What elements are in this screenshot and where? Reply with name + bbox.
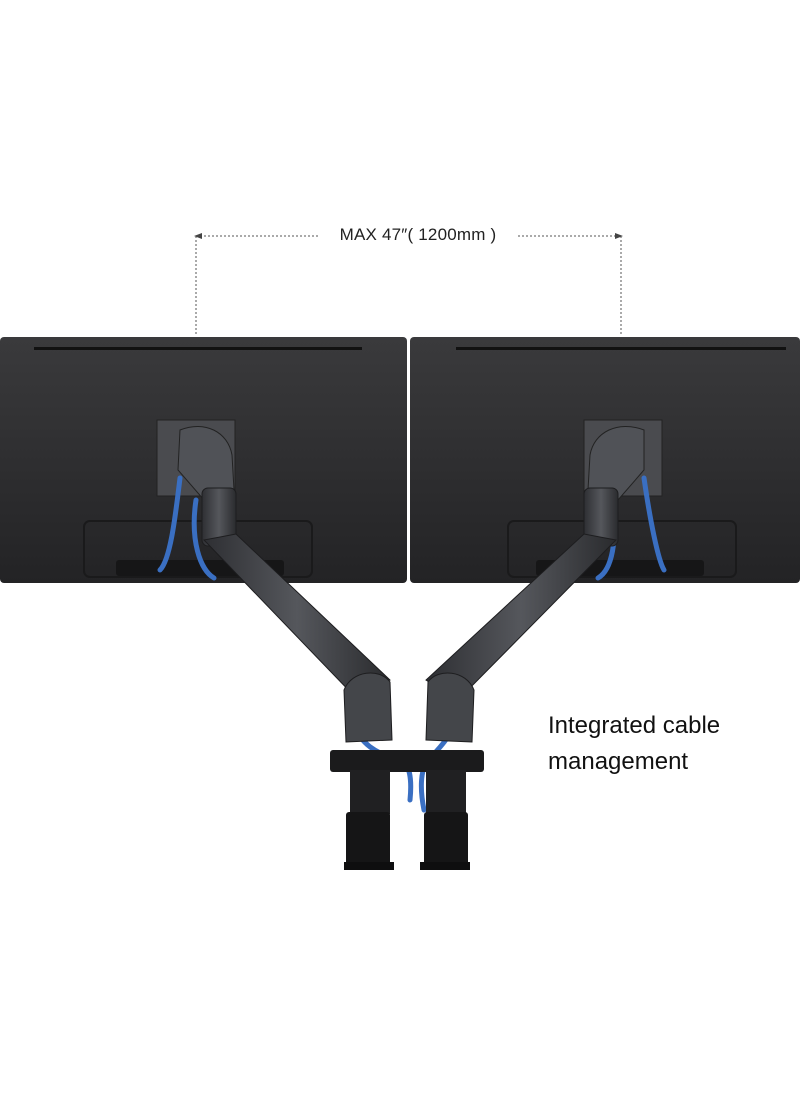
feature-caption: Integrated cable management [548, 708, 788, 780]
right-arm [425, 425, 645, 743]
desk-clamp [330, 750, 484, 870]
dimension-indicator [194, 233, 623, 336]
max-width-label: MAX 47″( 1200mm ) [318, 222, 518, 248]
caption-line-2: management [548, 748, 689, 775]
caption-line-1: Integrated cable [548, 712, 721, 739]
left-arm [177, 425, 393, 743]
